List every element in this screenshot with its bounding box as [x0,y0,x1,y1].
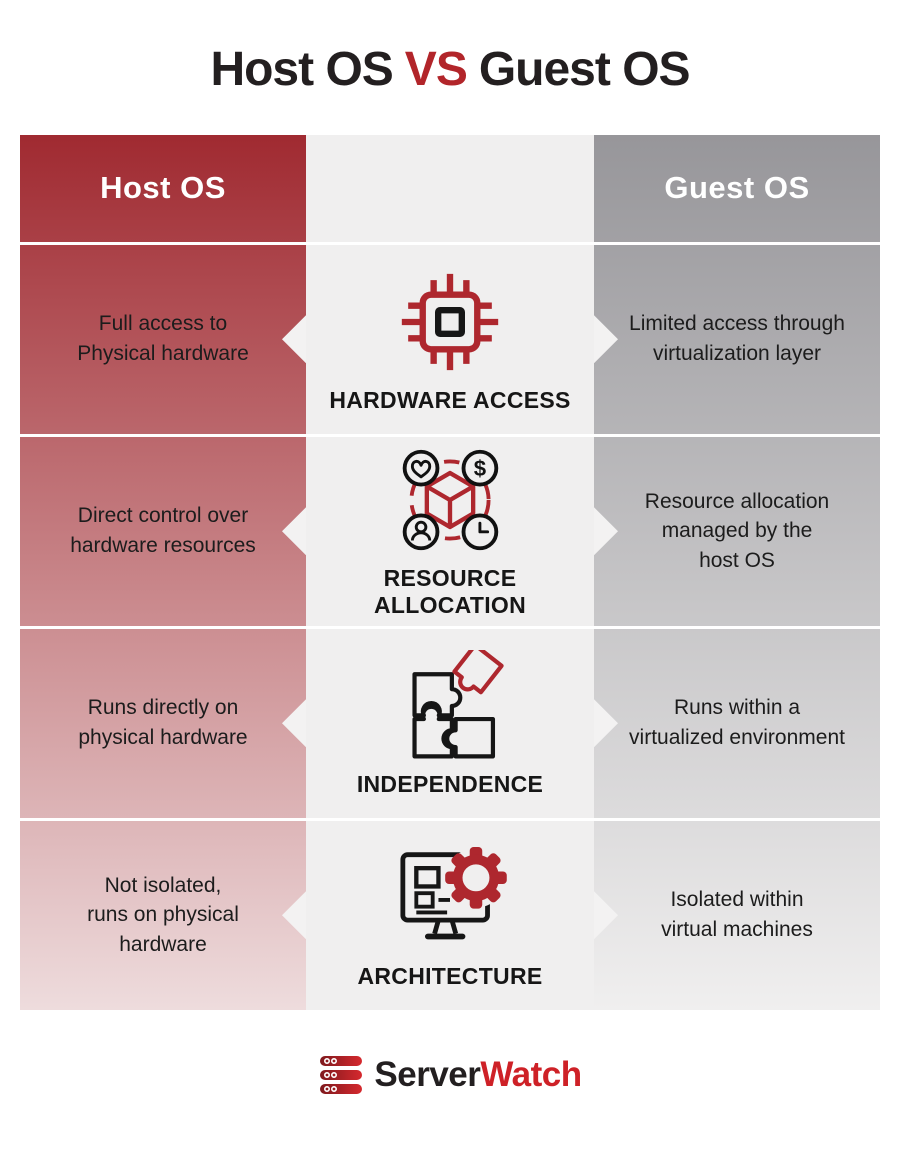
brand-footer: ServerWatch [0,1054,900,1096]
row-separator [20,817,306,821]
host-cell-independence: Runs directly on physical hardware [20,629,306,818]
host-cell-architecture: Not isolated, runs on physical hardware [20,821,306,1010]
resource-cube-icon: $ [402,450,499,551]
guest-cell-independence: Runs within a virtualized environment [594,629,880,818]
guest-cell-architecture: Isolated within virtual machines [594,821,880,1010]
notch-arrow [282,507,306,556]
row-separator [594,817,880,821]
guest-header: Guest OS [594,135,880,242]
category-cell-independence: INDEPENDENCE [306,629,594,818]
category-label: HARDWARE ACCESS [329,386,571,413]
row-separator [306,817,594,821]
category-label: RESOURCE ALLOCATION [373,565,527,619]
row-separator [594,241,880,245]
category-cell-architecture: ARCHITECTURE [306,821,594,1010]
cpu-chip-icon [401,273,499,370]
host-cell-hardware-access: Full access to Physical hardware [20,245,306,434]
row-separator [20,433,306,437]
guest-text: Resource allocation managed by the host … [644,489,830,573]
row-separator [306,625,594,629]
notch-arrow [282,891,306,940]
host-text: Full access to Physical hardware [77,312,249,366]
notch-arrow [282,315,306,364]
guest-text: Isolated within virtual machines [661,888,813,942]
row-separator [20,241,306,245]
row-separator [306,241,594,245]
title-left: Host OS [210,43,393,96]
row-separator [306,433,594,437]
monitor-gear-icon [400,846,507,940]
row-separator [594,625,880,629]
host-header: Host OS [20,135,306,242]
row-separator [594,433,880,437]
host-text: Not isolated, runs on physical hardware [87,873,239,957]
category-cell-hardware-access: HARDWARE ACCESS [306,245,594,434]
host-text: Direct control over hardware resources [70,504,256,558]
guest-text: Limited access through virtualization la… [629,312,845,366]
brand-wordmark: ServerWatch [374,1055,582,1095]
guest-cell-hardware-access: Limited access through virtualization la… [594,245,880,434]
guest-text: Runs within a virtualized environment [629,696,845,750]
notch-arrow [594,891,618,940]
guest-column: Guest OS Limited access through virtuali… [594,134,880,1010]
comparison-table: Host OS Full access to Physical hardware… [20,134,880,1010]
title-vs: VS [404,43,468,96]
svg-text:$: $ [474,456,487,481]
notch-arrow [594,507,618,556]
host-column: Host OS Full access to Physical hardware… [20,134,306,1010]
category-label: ARCHITECTURE [357,962,543,989]
host-text: Runs directly on physical hardware [78,696,248,750]
brand-text-watch: Watch [480,1055,582,1095]
brand-text-server: Server [374,1055,481,1095]
host-cell-resource-allocation: Direct control over hardware resources [20,437,306,626]
category-label: INDEPENDENCE [356,770,544,797]
server-stack-icon [320,1055,363,1094]
puzzle-pieces-icon [412,649,504,759]
category-cell-resource-allocation: $ RESOURCE ALLOCATION [306,437,594,626]
notch-arrow [282,699,306,748]
row-separator [20,625,306,629]
category-header-empty [306,135,594,242]
title-right: Guest OS [478,43,691,96]
guest-cell-resource-allocation: Resource allocation managed by the host … [594,437,880,626]
host-header-label: Host OS [100,170,226,206]
guest-header-label: Guest OS [664,170,810,206]
category-column: HARDWARE ACCESS $ [306,134,594,1010]
